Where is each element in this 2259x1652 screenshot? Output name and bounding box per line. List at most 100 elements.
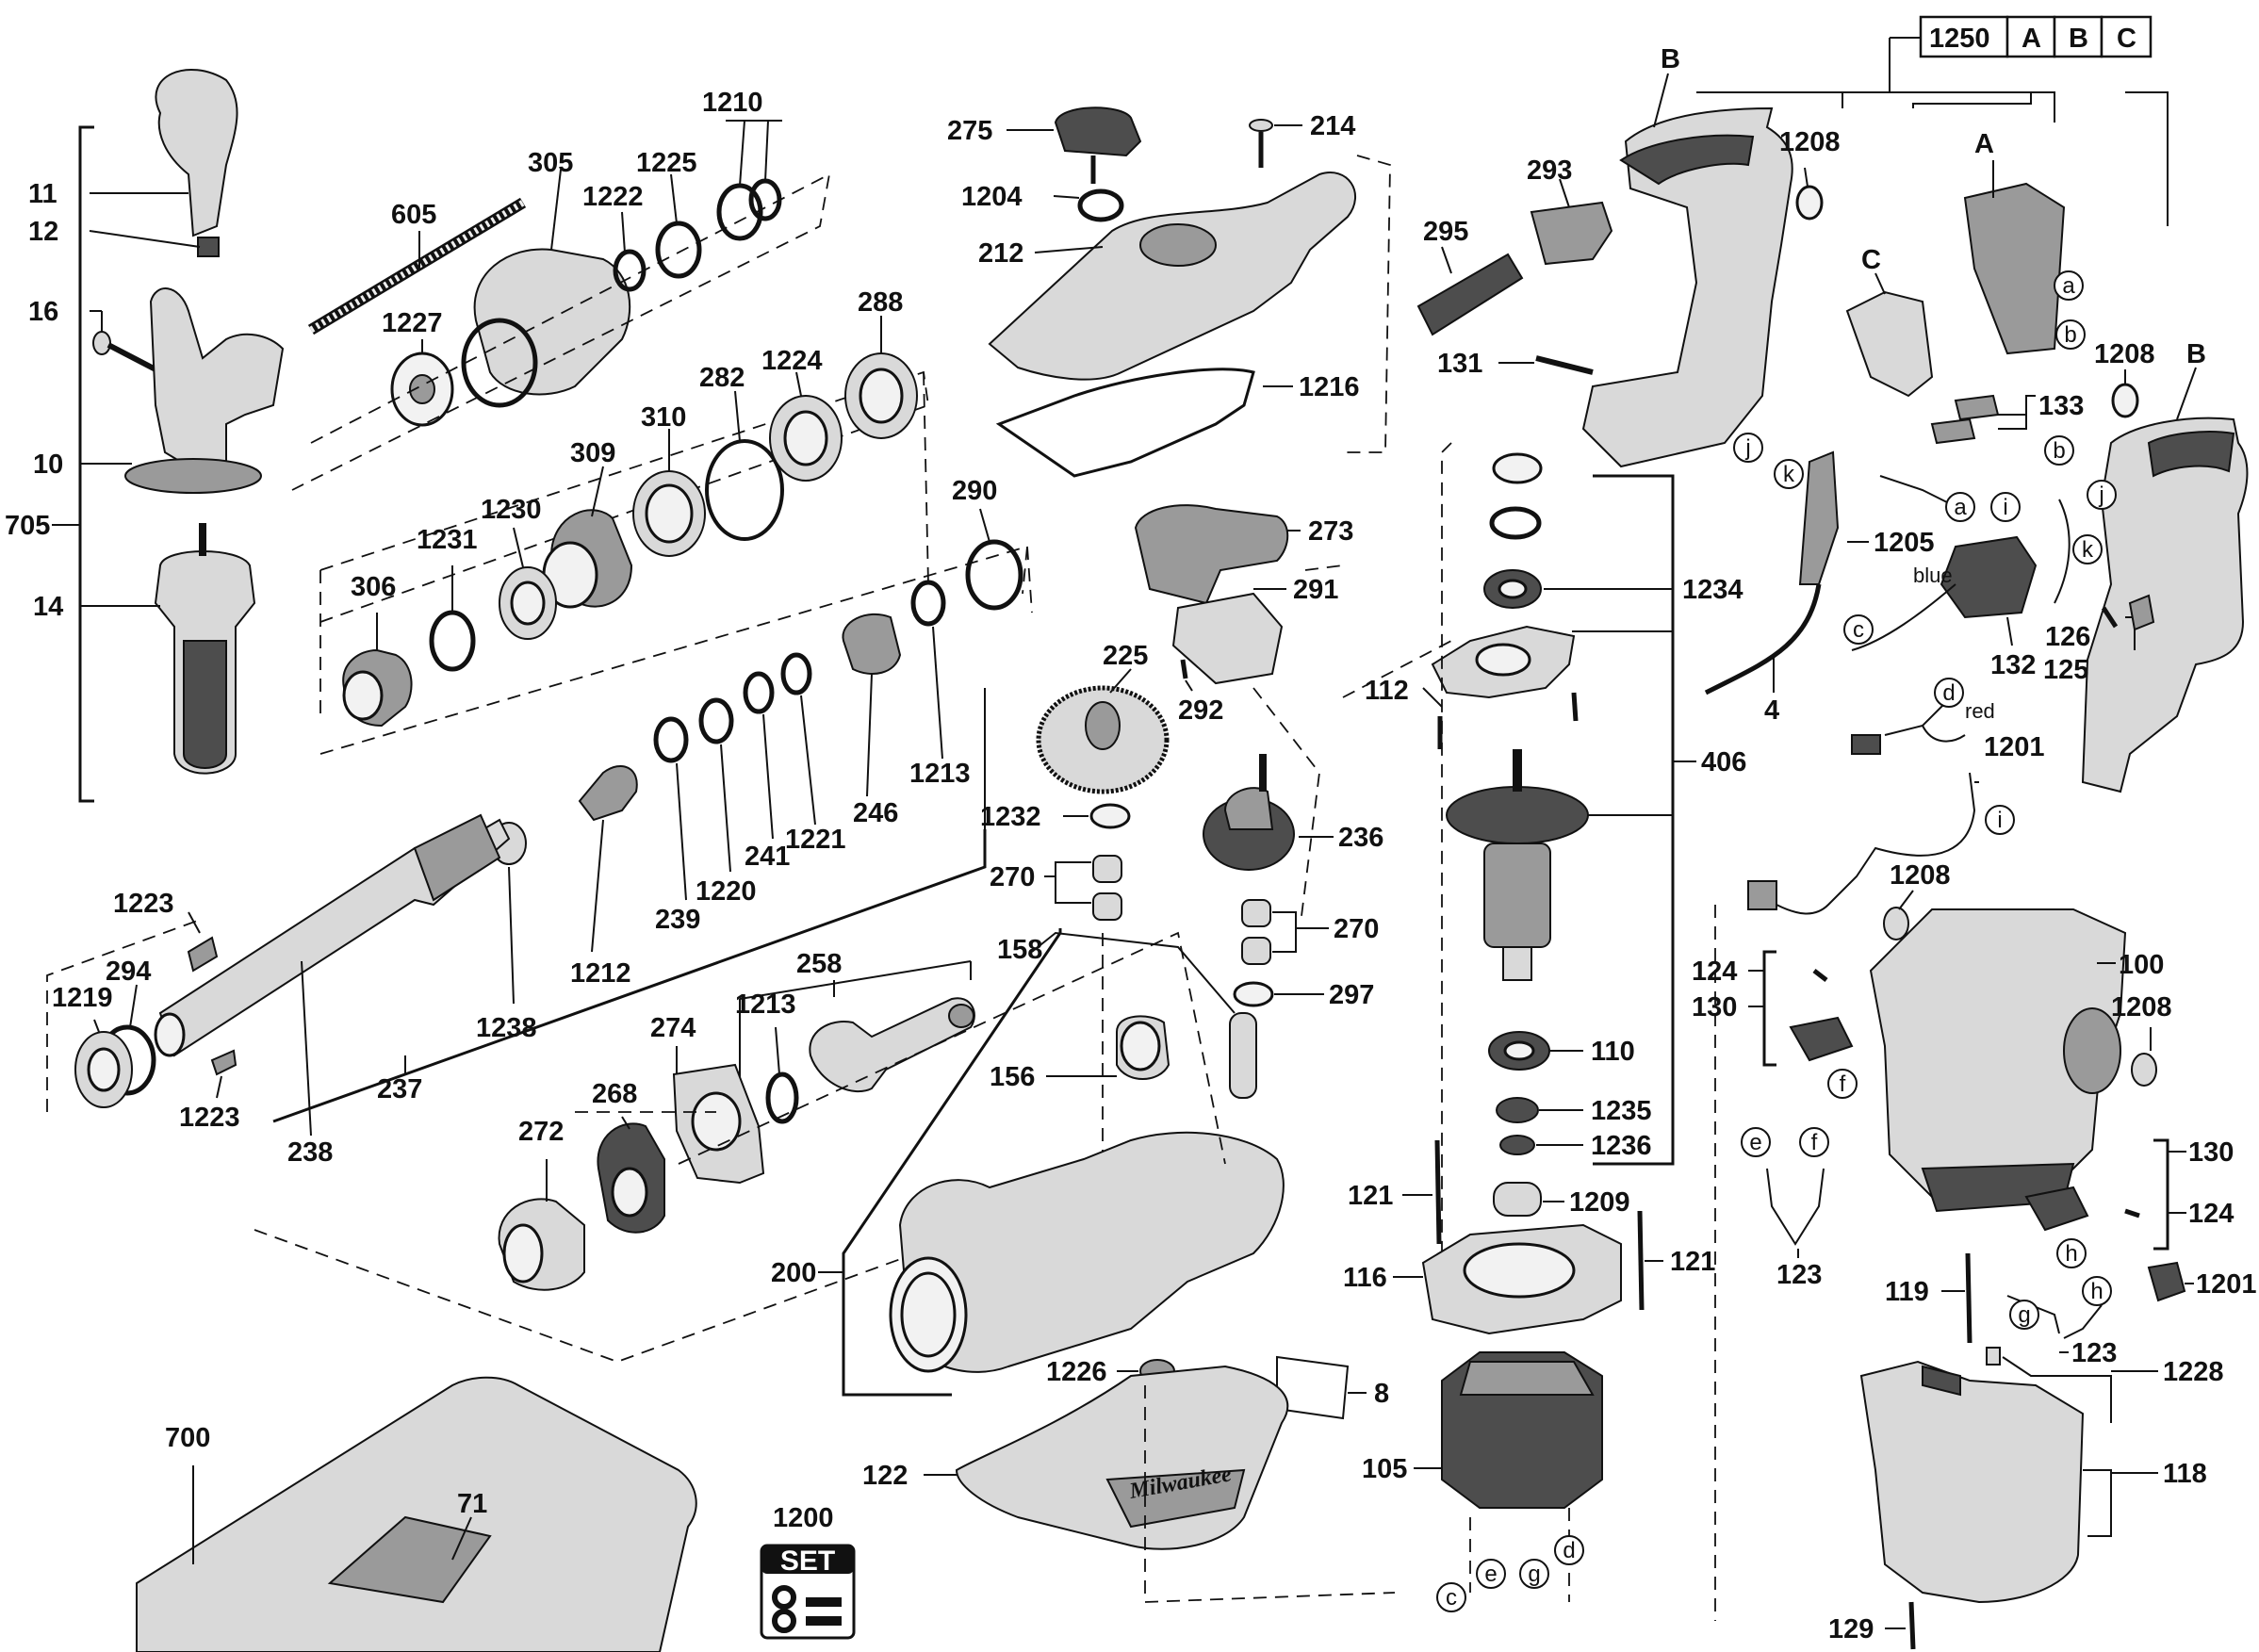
part-1221-ring (780, 652, 812, 695)
callout-1223-a: 1223 (113, 889, 174, 919)
wire-label-blue: blue (1913, 564, 1953, 587)
callout-1208-a: 1208 (1779, 127, 1841, 157)
callout-1213-a: 1213 (909, 759, 971, 789)
part-158-pin (1229, 1012, 1257, 1099)
callout-275: 275 (947, 116, 992, 146)
part-700-carry-case (136, 1376, 697, 1652)
part-129-screw (1908, 1601, 1916, 1650)
part-124-screw-a (1812, 969, 1828, 982)
part-406-top-washer (1492, 452, 1543, 484)
callout-297: 297 (1329, 980, 1374, 1010)
part-290-oring (965, 539, 1023, 611)
callout-158: 158 (997, 935, 1042, 965)
part-1225-ring (655, 221, 702, 279)
wiring-harness (1851, 475, 2071, 743)
part-1236-washer (1499, 1135, 1535, 1155)
part-1228-plug (1986, 1347, 2001, 1366)
circle-i-2: i (1997, 808, 2002, 833)
callout-200: 200 (771, 1258, 816, 1288)
part-214-screw (1249, 119, 1273, 168)
callout-1201-a: 1201 (1984, 732, 2045, 762)
callout-1238: 1238 (476, 1013, 537, 1043)
part-1208-cap-d (2131, 1053, 2157, 1087)
side-handle-group (52, 68, 285, 803)
part-B-handle-half-right (2081, 417, 2249, 793)
part-1201-cable-a (1776, 772, 1976, 915)
part-131-screw (1535, 355, 1594, 375)
part-130-brush-holder-a (1789, 1016, 1854, 1062)
callout-1208-d: 1208 (2111, 992, 2172, 1022)
callout-272: 272 (518, 1117, 564, 1147)
part-125-clip (2128, 594, 2155, 631)
circle-k-2: k (1783, 462, 1795, 487)
callout-118: 118 (2163, 1459, 2207, 1489)
part-1201-clip-b (2147, 1261, 2186, 1302)
callout-1236: 1236 (1591, 1131, 1652, 1161)
kit-box-c: C (2117, 24, 2136, 54)
part-273-bracket (1134, 504, 1289, 605)
part-275-selector-knob (1054, 106, 1142, 157)
spindle-row (272, 508, 1033, 1123)
callout-labels: 11 12 16 10 705 14 605 305 1222 1225 121… (5, 88, 2257, 1644)
part-291-plate (1171, 592, 1284, 685)
part-133-button-a (1954, 394, 2000, 421)
part-406-spring-ring (1489, 506, 1542, 540)
lower-housing-group: Milwaukee (924, 1355, 1396, 1603)
circle-i-1: i (2003, 495, 2007, 520)
part-112-screw-b (1571, 692, 1579, 722)
circle-c-1: c (1853, 617, 1864, 643)
connector-d (1851, 734, 1881, 755)
part-406-armature (1483, 842, 1551, 948)
part-122-gearbox-cover (955, 1365, 1289, 1550)
callout-1209: 1209 (1569, 1187, 1630, 1218)
callout-310: 310 (641, 402, 686, 433)
piston-group (254, 960, 1047, 1363)
circle-b-2: b (2053, 438, 2065, 464)
callout-100: 100 (2119, 950, 2164, 980)
callout-294: 294 (106, 957, 151, 987)
callout-1234: 1234 (1682, 575, 1743, 605)
callout-700: 700 (165, 1423, 210, 1453)
callout-1205: 1205 (1874, 528, 1935, 558)
callout-236: 236 (1338, 823, 1383, 853)
housing-200-group (678, 928, 1285, 1397)
set-badge: SET (760, 1544, 856, 1640)
callout-306: 306 (351, 572, 396, 602)
callout-4: 4 (1764, 695, 1779, 726)
callout-124-a: 124 (1692, 957, 1737, 987)
part-270-bearing-a (1092, 855, 1122, 883)
callout-1201-b: 1201 (2196, 1269, 2257, 1300)
callout-11: 11 (28, 179, 57, 209)
callout-123-a: 123 (1776, 1260, 1822, 1290)
part-letter-markers: B A C B (1661, 44, 2206, 369)
part-C-insert (1845, 290, 1934, 398)
callout-1223-b: 1223 (179, 1103, 240, 1133)
callout-1222: 1222 (582, 182, 644, 212)
callout-270-a: 270 (990, 862, 1035, 892)
circle-a-2: a (1954, 495, 1967, 520)
callout-122: 122 (862, 1461, 908, 1491)
letter-C: C (1861, 245, 1881, 275)
letter-A: A (1974, 129, 1994, 159)
circle-j-1: j (2098, 483, 2103, 508)
chuck-group (291, 120, 831, 491)
callout-121-a: 121 (1348, 1181, 1393, 1211)
letter-B-left: B (1661, 44, 1680, 74)
circle-h-2: h (2090, 1279, 2103, 1304)
part-1205-cord-guard (1798, 450, 1840, 585)
callout-105: 105 (1362, 1454, 1407, 1484)
part-132-switch (1940, 535, 2038, 619)
part-123-lead-a (1766, 1168, 1825, 1246)
callout-212: 212 (978, 238, 1023, 269)
callout-129: 129 (1828, 1614, 1874, 1644)
callout-309: 309 (570, 438, 615, 468)
circle-b-1: b (2064, 322, 2076, 348)
part-200-gear-housing (898, 1131, 1285, 1373)
part-4-cord (1704, 583, 1822, 695)
set-badge-label: SET (780, 1546, 835, 1577)
connector-circle-labels: a b b a i j k j k c d i f e f h h g c (1436, 270, 2117, 1612)
kit-box-b: B (2069, 24, 2088, 54)
callout-1200: 1200 (773, 1503, 834, 1533)
circle-g-2: g (1528, 1562, 1540, 1587)
callout-241: 241 (745, 842, 790, 872)
